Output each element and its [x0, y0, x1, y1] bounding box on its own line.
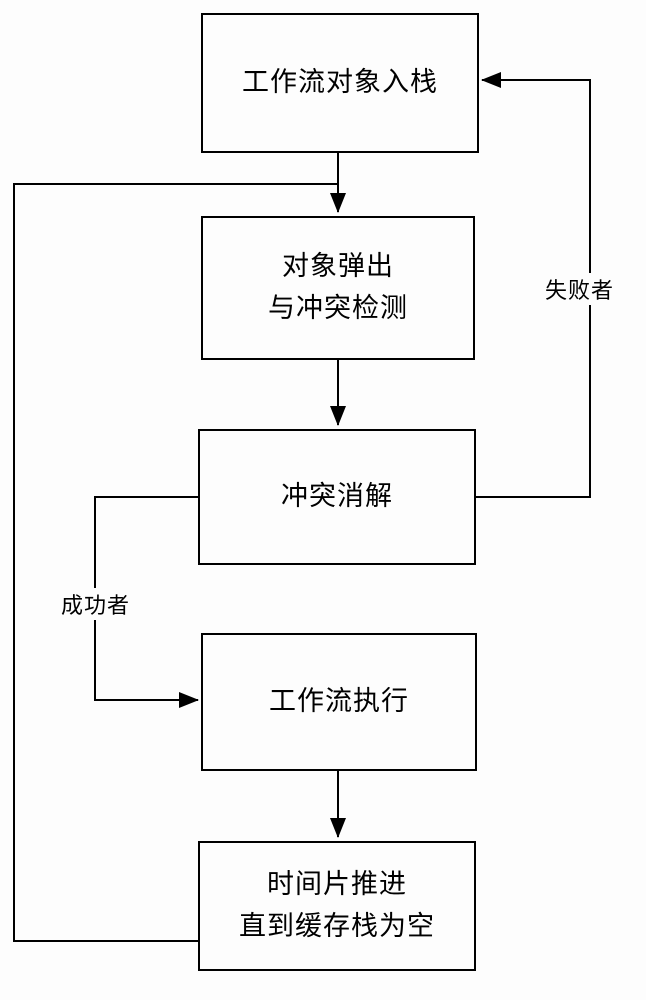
node-workflow-object-push: 工作流对象入栈: [201, 13, 479, 153]
node-object-pop-conflict-detect: 对象弹出 与冲突检测: [201, 216, 475, 360]
node-time-slice-advance: 时间片推进 直到缓存栈为空: [198, 841, 476, 971]
edge-label-success: 成功者: [58, 588, 134, 620]
node-label: 工作流执行: [269, 686, 409, 717]
node-label-line1: 时间片推进: [267, 869, 407, 900]
node-label-line2: 与冲突检测: [268, 293, 408, 323]
node-workflow-execution: 工作流执行: [201, 633, 477, 771]
edge-label-failure: 失败者: [542, 273, 618, 305]
node-label-line1: 对象弹出: [282, 251, 394, 282]
node-label: 工作流对象入栈: [242, 67, 438, 98]
node-label-line2: 直到缓存栈为空: [239, 911, 435, 941]
node-conflict-resolution: 冲突消解: [198, 429, 476, 565]
node-label: 冲突消解: [281, 481, 393, 512]
arrow-advance-feedback-loop: [13, 183, 338, 942]
